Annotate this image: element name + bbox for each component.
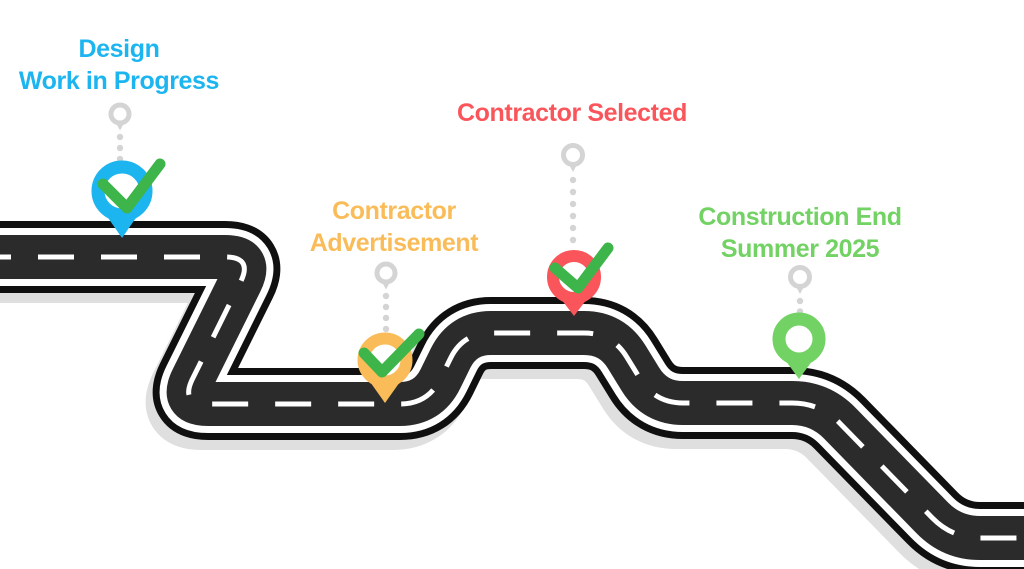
connector-dot: [382, 292, 390, 300]
check-icon: [549, 242, 614, 294]
connector-dot: [569, 212, 577, 220]
connector-node-tail: [116, 123, 124, 131]
milestone-pin-advertisement: [357, 328, 425, 403]
milestone-label-construction-end: Construction End Summer 2025: [698, 203, 902, 263]
milestone-label-advertisement: Contractor Advertisement: [310, 197, 480, 257]
connector-dot: [569, 224, 577, 232]
connector-node-icon: [561, 143, 585, 167]
milestone-label-selected: Contractor Selected: [457, 99, 687, 127]
connector-selected: [561, 143, 585, 244]
milestone-pin-design: [91, 158, 166, 238]
milestone-label-line: Summer 2025: [721, 235, 880, 263]
connector-dot: [569, 236, 577, 244]
milestone-label-line: Construction End: [698, 203, 901, 231]
milestone-pin-selected: [547, 242, 614, 316]
connector-dot: [569, 200, 577, 208]
connector-node-icon: [374, 261, 398, 285]
connector-dot: [116, 144, 124, 152]
connector-node-icon: [108, 102, 132, 126]
milestone-label-line: Work in Progress: [19, 67, 219, 95]
check-icon: [358, 328, 425, 378]
connector-node-tail: [569, 164, 577, 172]
connector-dot: [116, 133, 124, 141]
connector-dot: [382, 314, 390, 322]
connector-node-icon: [788, 265, 812, 289]
milestone-label-design: Design Work in Progress: [19, 35, 220, 95]
connector-dot: [382, 303, 390, 311]
connector-dot: [569, 188, 577, 196]
connector-dot: [796, 297, 804, 305]
milestone-pin-construction-end: [772, 312, 826, 379]
map-pin-icon: [772, 312, 826, 366]
connector-node-tail: [796, 286, 804, 294]
connector-advertisement: [374, 261, 398, 333]
milestone-label-line: Contractor Selected: [457, 99, 687, 127]
connector-construction-end: [788, 265, 812, 315]
connector-node-tail: [382, 282, 390, 290]
check-icon: [97, 158, 166, 214]
connector-design: [108, 102, 132, 163]
connector-dot: [382, 325, 390, 333]
milestone-label-line: Contractor: [332, 197, 456, 225]
milestone-label-line: Design: [79, 35, 160, 63]
milestone-label-line: Advertisement: [310, 229, 480, 257]
connector-dot: [569, 176, 577, 184]
